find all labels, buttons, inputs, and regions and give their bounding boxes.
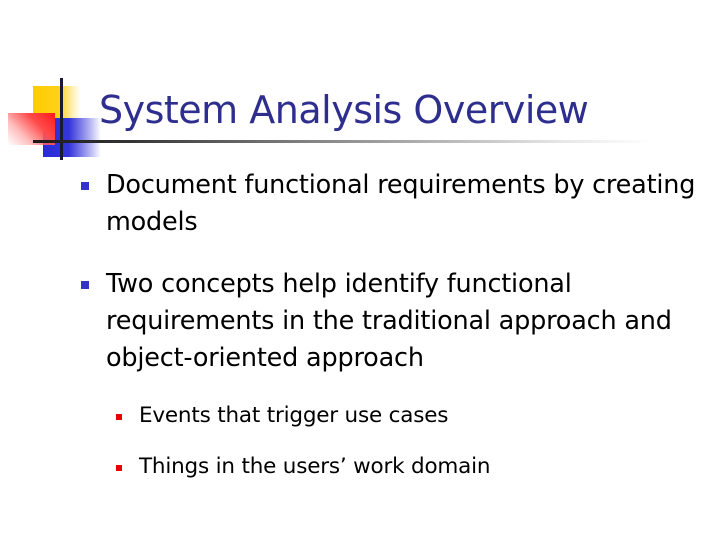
sub-bullet-text: Events that trigger use cases xyxy=(139,403,449,428)
red-square-bullet-icon xyxy=(116,414,122,420)
blue-square-bullet-icon xyxy=(81,281,89,289)
bullet-text: Two concepts help identify functional re… xyxy=(106,269,672,373)
title-underline-divider xyxy=(33,140,653,143)
red-square-bullet-icon xyxy=(116,465,122,471)
sub-bullet-item: Events that trigger use cases xyxy=(116,401,699,431)
bullet-text: Document functional requirements by crea… xyxy=(106,170,696,237)
sub-bullet-text: Things in the users’ work domain xyxy=(139,454,491,479)
sub-bullet-item: Things in the users’ work domain xyxy=(116,452,699,482)
bullet-item: Two concepts help identify functional re… xyxy=(81,266,696,377)
logo-vertical-line xyxy=(60,78,63,160)
logo-red-square-icon xyxy=(8,113,55,145)
bullet-item: Document functional requirements by crea… xyxy=(81,167,696,241)
slide-title: System Analysis Overview xyxy=(99,88,589,132)
blue-square-bullet-icon xyxy=(81,182,89,190)
